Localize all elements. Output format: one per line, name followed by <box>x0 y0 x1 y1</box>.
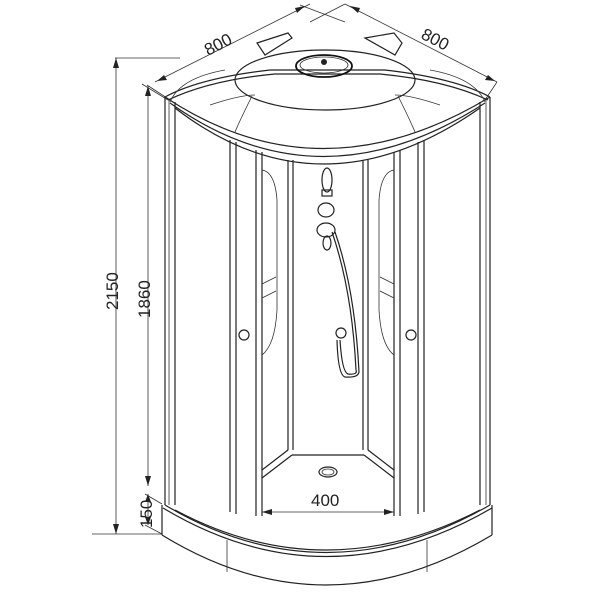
dimension-cabin-height <box>141 83 169 486</box>
hand-shower <box>335 327 347 339</box>
right-frame-post <box>479 97 491 505</box>
tray-drain <box>318 466 338 478</box>
roof-vents <box>256 32 403 56</box>
dim-width-left: 800 <box>201 30 235 60</box>
dim-total-height: 2150 <box>103 272 122 310</box>
dim-width-right: 800 <box>418 25 452 55</box>
dimension-top-right <box>309 3 498 101</box>
dim-door-opening: 400 <box>311 491 339 510</box>
dimension-top-left <box>146 3 346 101</box>
overhead-shower-head <box>295 54 353 78</box>
dimension-total-height <box>92 57 180 535</box>
shower-tray <box>161 504 493 586</box>
right-door-handle <box>405 329 417 341</box>
left-door-panel <box>229 140 278 516</box>
right-door-panel <box>378 140 425 516</box>
back-wall <box>261 160 395 479</box>
dimension-tray-height <box>144 493 163 535</box>
shower-mixer <box>316 167 336 251</box>
left-door-handle <box>238 329 250 341</box>
dim-cabin-height: 1860 <box>135 280 154 318</box>
dim-tray-height: 150 <box>137 500 156 528</box>
dimension-door-opening <box>262 509 394 515</box>
roof-dome <box>164 49 491 165</box>
left-frame-post <box>164 97 176 505</box>
shower-hose <box>331 231 360 378</box>
